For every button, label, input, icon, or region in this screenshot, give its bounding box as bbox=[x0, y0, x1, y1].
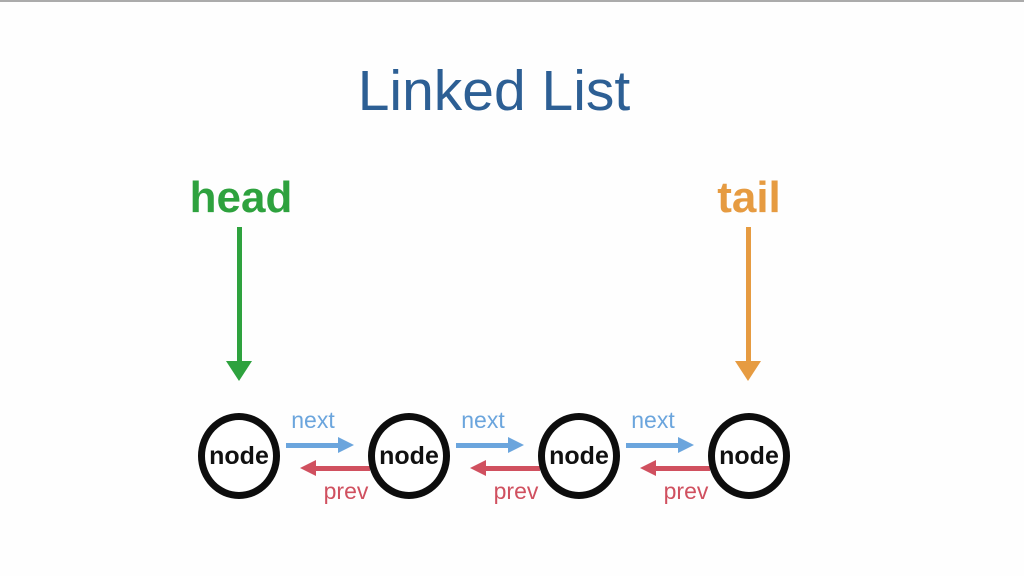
next-arrow-right-icon bbox=[508, 437, 524, 453]
next-label: next bbox=[631, 407, 675, 433]
tail-arrow-down-icon bbox=[735, 361, 761, 381]
prev-label: prev bbox=[323, 478, 369, 504]
prev-label: prev bbox=[663, 478, 709, 504]
head-pointer-label: head bbox=[189, 173, 293, 222]
prev-arrow-left-icon bbox=[470, 460, 486, 476]
head-arrow-down-icon bbox=[226, 361, 252, 381]
prev-label: prev bbox=[493, 478, 539, 504]
tail-arrow-shaft bbox=[746, 227, 751, 361]
prev-arrow-shaft bbox=[486, 466, 540, 471]
list-node: node bbox=[708, 413, 790, 499]
list-node: node bbox=[368, 413, 450, 499]
list-node: node bbox=[538, 413, 620, 499]
next-label: next bbox=[461, 407, 505, 433]
head-arrow-shaft bbox=[237, 227, 242, 361]
prev-arrow-left-icon bbox=[300, 460, 316, 476]
tail-pointer-label: tail bbox=[717, 173, 781, 222]
next-arrow-shaft bbox=[286, 443, 338, 448]
top-border-line bbox=[0, 0, 1024, 2]
connector-2: next prev bbox=[579, 400, 749, 515]
next-label: next bbox=[291, 407, 335, 433]
next-arrow-shaft bbox=[626, 443, 678, 448]
prev-arrow-shaft bbox=[316, 466, 370, 471]
prev-arrow-shaft bbox=[656, 466, 710, 471]
page-title: Linked List bbox=[357, 59, 631, 124]
next-arrow-right-icon bbox=[338, 437, 354, 453]
connector-1: next prev bbox=[409, 400, 579, 515]
next-arrow-shaft bbox=[456, 443, 508, 448]
prev-arrow-left-icon bbox=[640, 460, 656, 476]
connector-0: next prev bbox=[239, 400, 409, 515]
next-arrow-right-icon bbox=[678, 437, 694, 453]
list-node: node bbox=[198, 413, 280, 499]
